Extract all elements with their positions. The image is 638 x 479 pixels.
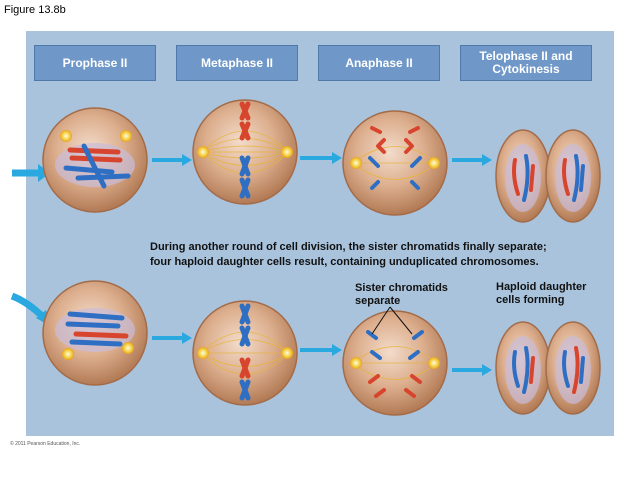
telophase-ii-cell-top — [495, 129, 601, 223]
stage-telophase-ii-cytokinesis: Telophase II and Cytokinesis — [460, 45, 592, 81]
prophase-ii-cell-bottom — [42, 280, 148, 386]
stage-metaphase-ii: Metaphase II — [176, 45, 298, 81]
telophase-ii-cell-bottom — [495, 321, 601, 415]
label-sister-chromatids-2: separate — [355, 295, 401, 307]
metaphase-ii-cell-top — [192, 99, 298, 205]
prophase-ii-cell-top — [42, 107, 148, 213]
label-haploid-daughter: Haploid daughter — [496, 281, 587, 293]
entry-arrow-bottom — [10, 292, 47, 321]
anaphase-ii-cell-bottom — [342, 310, 448, 416]
anaphase-ii-cell-top — [342, 110, 448, 216]
figure-label: Figure 13.8b — [4, 4, 66, 16]
caption-line-1: During another round of cell division, t… — [150, 241, 547, 253]
sister-chromatids-pointer — [371, 306, 413, 335]
metaphase-ii-cell-bottom — [192, 300, 298, 406]
copyright: © 2011 Pearson Education, Inc. — [10, 441, 81, 447]
stage-anaphase-ii: Anaphase II — [318, 45, 440, 81]
label-sister-chromatids: Sister chromatids — [355, 282, 448, 294]
label-haploid-daughter-2: cells forming — [496, 294, 565, 306]
caption-line-2: four haploid daughter cells result, cont… — [150, 256, 539, 268]
stage-prophase-ii: Prophase II — [34, 45, 156, 81]
